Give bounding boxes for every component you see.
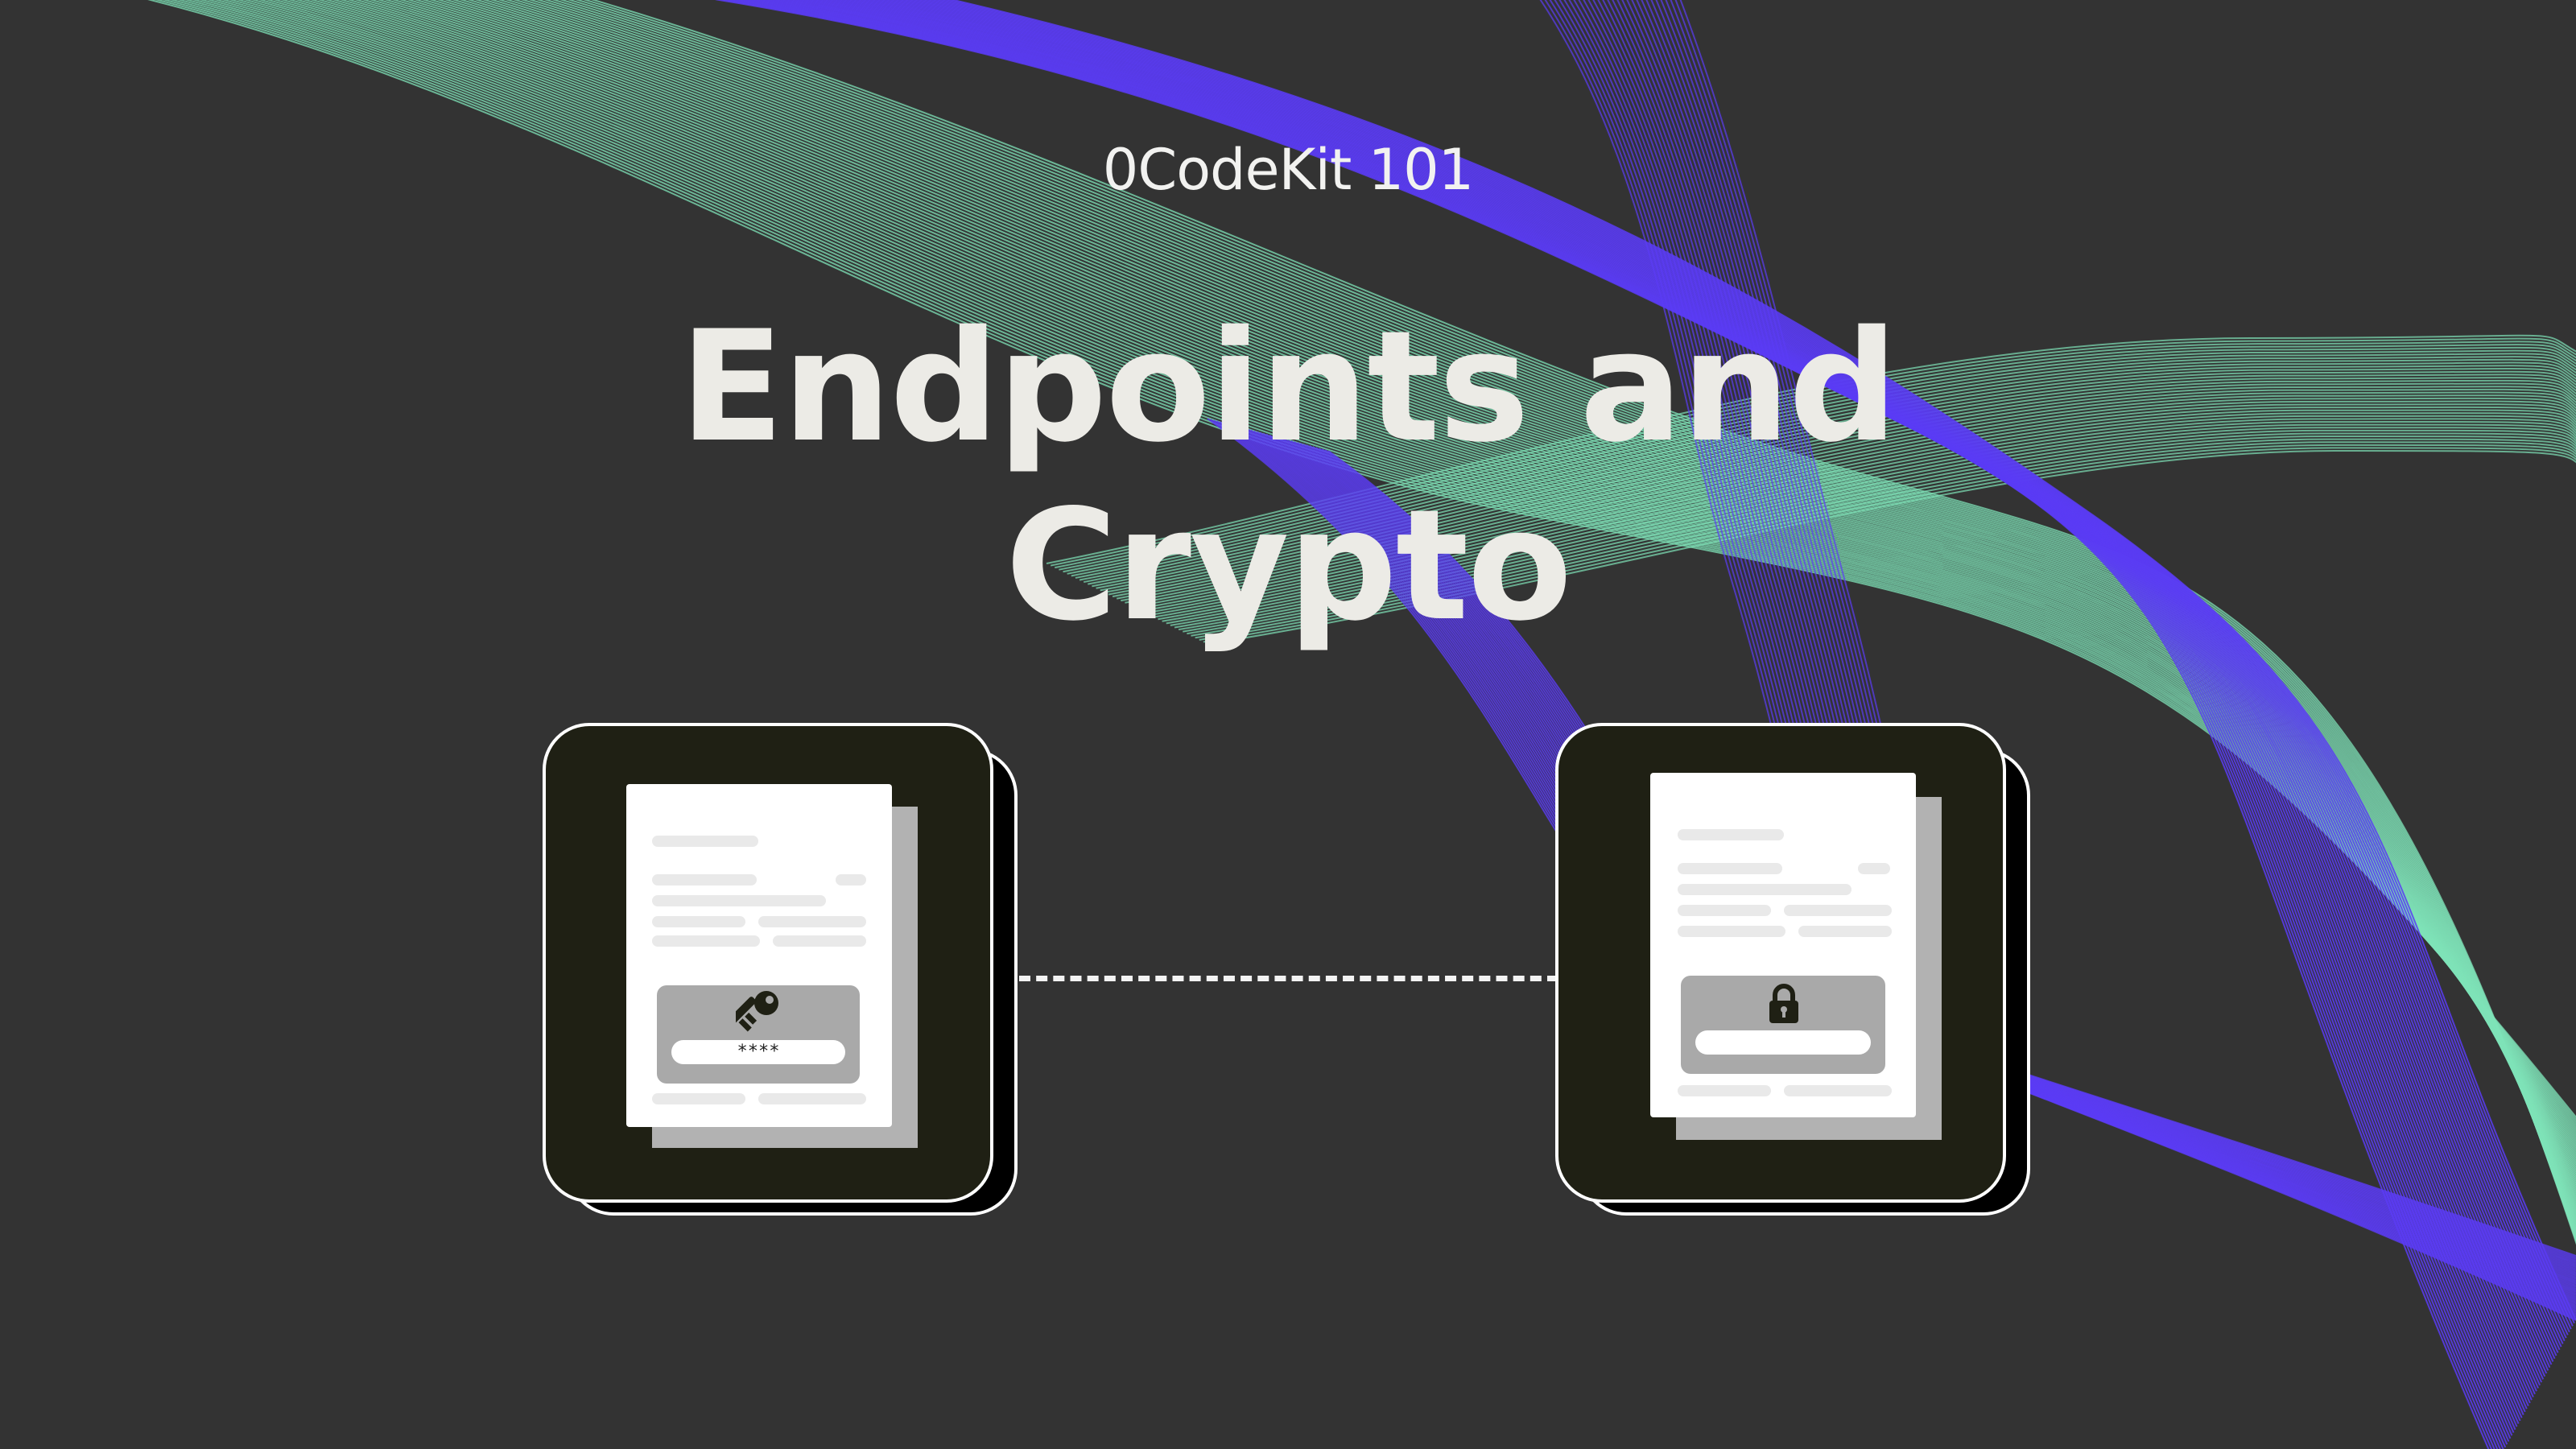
wave-bundle-purple-upper xyxy=(1539,0,1893,774)
password-dialog: **** xyxy=(657,985,860,1084)
left-endpoint-card: **** xyxy=(543,723,1026,1238)
text-line xyxy=(1678,863,1782,874)
text-line xyxy=(1678,926,1785,937)
title-line-2: Crypto xyxy=(1005,477,1572,654)
text-line xyxy=(652,916,745,927)
text-line xyxy=(1784,905,1892,916)
text-line xyxy=(652,1093,745,1104)
text-line xyxy=(1678,829,1784,840)
password-field: **** xyxy=(671,1040,845,1064)
text-line xyxy=(1678,1085,1771,1096)
text-line xyxy=(1678,905,1771,916)
card-face: **** xyxy=(543,723,993,1203)
right-endpoint-card xyxy=(1555,723,2038,1238)
card-face xyxy=(1555,723,2006,1203)
lock-icon xyxy=(1769,984,1798,1023)
text-line xyxy=(652,874,757,886)
course-kicker: 0CodeKit 101 xyxy=(1102,137,1474,203)
text-line xyxy=(758,1093,866,1104)
text-line xyxy=(773,935,866,947)
wave-bundle-purple-main xyxy=(714,0,2576,1449)
dashed-connection-line xyxy=(1019,976,1558,981)
document xyxy=(1650,773,1916,1117)
locked-field xyxy=(1695,1030,1871,1055)
text-line xyxy=(758,916,866,927)
password-mask: **** xyxy=(737,1042,780,1062)
slide-title: Endpoints and Crypto xyxy=(0,298,2576,655)
text-line xyxy=(1798,926,1892,937)
text-line xyxy=(1678,884,1852,895)
text-line xyxy=(652,895,826,906)
text-line xyxy=(836,874,866,886)
key-icon xyxy=(736,991,778,1032)
text-line xyxy=(1858,863,1890,874)
text-line xyxy=(652,836,758,847)
title-line-1: Endpoints and xyxy=(679,298,1898,476)
text-line xyxy=(1784,1085,1892,1096)
wave-bundle-green-right xyxy=(1046,334,2576,645)
document: **** xyxy=(626,784,892,1127)
locked-dialog xyxy=(1681,976,1885,1074)
text-line xyxy=(652,935,760,947)
